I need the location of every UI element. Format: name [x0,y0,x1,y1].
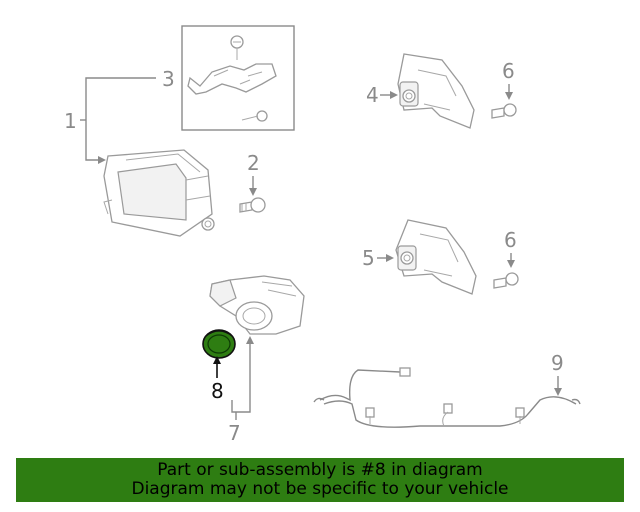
callout-7-leader [231,336,254,420]
callout-6-top: 6 [502,59,515,83]
part-4-camera [397,53,475,129]
part-5-camera [395,219,477,295]
callout-2: 2 [247,151,260,175]
part-6-screw-top [491,103,517,119]
part-2-bolt [239,197,266,213]
callout-2-leader [249,176,257,196]
callout-7: 7 [228,421,241,445]
part-8-retainer-highlighted [202,329,236,359]
callout-6-bottom: 6 [504,228,517,252]
callout-1-leader [80,77,156,164]
callout-3: 3 [162,67,175,91]
banner-line-1: Part or sub-assembly is #8 in diagram [157,460,483,480]
callout-1: 1 [64,109,77,133]
callout-8-leader [213,356,221,378]
callout-6-top-leader [505,84,513,100]
callout-4-leader [380,91,398,99]
part-7-parking-sensor [209,275,305,335]
highlight-notice-banner: Part or sub-assembly is #8 in diagram Di… [16,458,624,502]
callout-5-leader [377,254,394,262]
callout-9-leader [554,376,562,396]
part-3-bracket-kit [181,25,295,131]
part-1-sensor-module [103,149,215,237]
callout-6-bottom-leader [507,253,515,268]
callout-5: 5 [362,246,375,270]
callout-8: 8 [211,379,224,403]
part-6-screw-bottom [493,272,519,289]
banner-line-2: Diagram may not be specific to your vehi… [131,479,509,499]
callout-4: 4 [366,83,379,107]
part-9-wiring-harness [313,367,581,428]
callout-9: 9 [551,351,564,375]
